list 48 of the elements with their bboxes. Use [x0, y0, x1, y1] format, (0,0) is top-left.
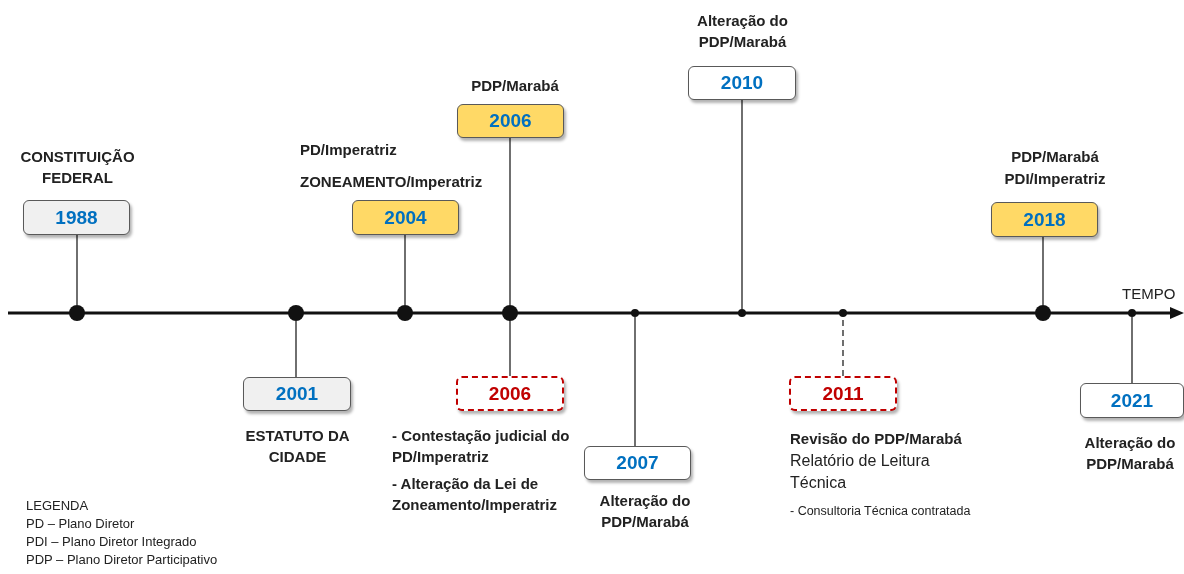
- year-box: 2006: [456, 376, 564, 411]
- legend-title: LEGENDA: [26, 498, 89, 513]
- event-caption: PD/Imperatriz: [300, 140, 398, 160]
- year-box: 1988: [23, 200, 130, 235]
- legend-entry: PDI – Plano Diretor Integrado: [26, 534, 197, 549]
- event-caption: - Alteração da Lei de Zoneamento/Imperatriz: [392, 474, 559, 515]
- timeline-dot: [631, 309, 639, 317]
- legend-entry: PD – Plano Diretor: [26, 516, 135, 531]
- event-caption: Alteração do PDP/Marabá: [598, 491, 692, 532]
- connector-line: [509, 137, 511, 306]
- event-caption: - Consultoria Técnica contratada: [790, 503, 972, 520]
- event-caption: Alteração do PDP/Marabá: [696, 11, 789, 52]
- event-caption: PDP/Marabá: [1010, 147, 1100, 167]
- connector-line: [404, 234, 406, 306]
- connector-line: [76, 234, 78, 306]
- year-box: 2018: [991, 202, 1098, 237]
- connector-line: [295, 320, 297, 378]
- event-caption: - Contestação judicial do PD/Imperatriz: [392, 426, 571, 467]
- year-box: 2004: [352, 200, 459, 235]
- event-caption: PDI/Imperatriz: [1003, 169, 1107, 189]
- timeline-dot: [839, 309, 847, 317]
- timeline-dot: [502, 305, 518, 321]
- event-caption: CONSTITUIÇÃO FEDERAL: [19, 147, 136, 188]
- timeline-dot: [1128, 309, 1136, 317]
- axis-label: TEMPO: [1122, 285, 1176, 302]
- connector-line: [634, 316, 636, 447]
- event-caption: Revisão do PDP/Marabá: [790, 429, 963, 449]
- event-caption: Relatório de Leitura Técnica: [790, 451, 931, 493]
- legend-entry: PDP – Plano Diretor Participativo: [26, 552, 218, 567]
- event-caption: Alteração do PDP/Marabá: [1083, 433, 1177, 474]
- timeline-dot: [738, 309, 746, 317]
- connector-line: [509, 320, 511, 377]
- connector-line: [1042, 236, 1044, 306]
- year-box: 2001: [243, 377, 351, 411]
- year-box: 2006: [457, 104, 564, 138]
- connector-line: [741, 99, 743, 310]
- event-caption: PDP/Marabá: [470, 76, 560, 96]
- timeline-dot: [1035, 305, 1051, 321]
- timeline-dot: [69, 305, 85, 321]
- timeline-dot: [288, 305, 304, 321]
- year-box: 2021: [1080, 383, 1184, 418]
- year-box: 2011: [789, 376, 897, 411]
- event-caption: ESTATUTO DA CIDADE: [244, 426, 351, 467]
- event-caption: ZONEAMENTO/Imperatriz: [300, 172, 484, 192]
- year-box: 2007: [584, 446, 691, 480]
- timeline-dot: [397, 305, 413, 321]
- connector-line: [1131, 316, 1133, 384]
- year-box: 2010: [688, 66, 796, 100]
